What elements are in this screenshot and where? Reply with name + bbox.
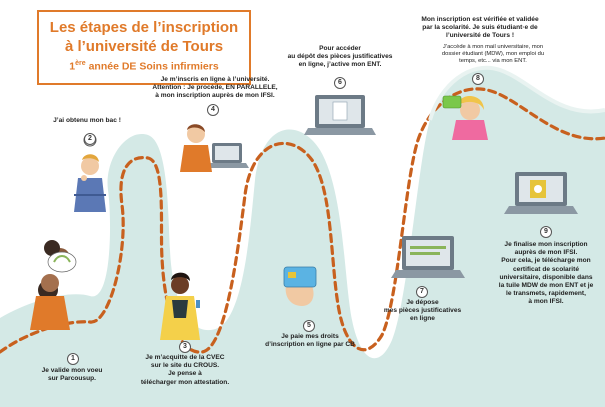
step-3-badge: 3 xyxy=(179,341,191,353)
road-dashes xyxy=(0,87,605,354)
step-2-badge: 2 xyxy=(84,133,96,145)
student-figure-icon xyxy=(180,124,212,172)
step-5-badge: 5 xyxy=(303,320,315,332)
step-7-badge: 7 xyxy=(416,286,428,298)
title-line-1: Les étapes de l’inscription xyxy=(49,19,239,36)
step-1-badge: 1 xyxy=(67,353,79,365)
student-figure-icon xyxy=(160,272,200,340)
road-edge-right xyxy=(428,65,605,121)
student-figure-icon xyxy=(30,240,77,330)
title-line-2: à l’université de Tours xyxy=(64,38,224,55)
step-8-badge: 8 xyxy=(472,73,484,85)
student-figure-icon xyxy=(74,154,106,212)
step-2-caption: J’ai obtenu mon bac ! xyxy=(53,117,121,124)
step-4-caption: Je m’inscris en ligne à l’université.Att… xyxy=(152,76,278,100)
laptop-icon xyxy=(391,236,465,278)
laptop-icon xyxy=(504,172,578,214)
title-box: Les étapes de l’inscription à l’universi… xyxy=(37,10,251,85)
step-9-badge: 9 xyxy=(540,226,552,238)
credit-card-icon xyxy=(283,266,317,306)
laptop-icon xyxy=(304,95,376,135)
student-figure-icon xyxy=(442,95,488,140)
laptop-icon xyxy=(205,143,249,168)
step-4-badge: 4 xyxy=(207,104,219,116)
step-6-badge: 6 xyxy=(334,77,346,89)
road-band xyxy=(0,67,605,407)
title-line-3: 1ère année DE Soins infirmiers xyxy=(69,60,219,73)
